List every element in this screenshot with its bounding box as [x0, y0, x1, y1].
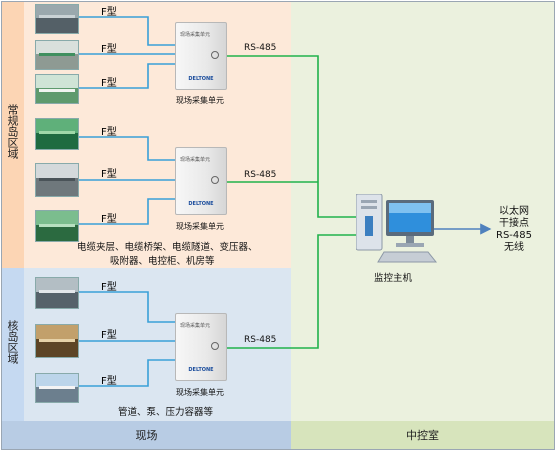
collector-knob-icon: [211, 176, 219, 184]
sensor-line: [79, 291, 175, 323]
collector-brand: DELTONE: [188, 367, 214, 373]
sensor-photo: [35, 163, 79, 197]
rs485-label: RS-485: [244, 335, 277, 345]
collector-label: 现场采集单元: [176, 388, 224, 397]
sensor-line: [79, 198, 175, 225]
rs485-bus-line: [227, 55, 359, 218]
sensor-type-tag: F型: [101, 78, 117, 89]
conventional-strip: [2, 2, 24, 268]
collector-panel-text: 现场采集单元: [180, 157, 211, 163]
field-collector-unit: 现场采集单元 DELTONE: [175, 313, 227, 381]
control-room-bar: 中控室: [291, 421, 554, 449]
collector-knob-icon: [211, 51, 219, 59]
conventional-island-label: 常规岛区域: [6, 104, 20, 159]
sensor-type-tag: F型: [101, 214, 117, 225]
sensor-line: [79, 136, 175, 161]
sensor-type-tag: F型: [101, 127, 117, 138]
network-types: 以太网 干接点 RS-485 无线: [488, 206, 540, 254]
sensor-type-tag: F型: [101, 44, 117, 55]
field-bar-label: 现场: [135, 429, 158, 442]
rs485-label: RS-485: [244, 170, 277, 180]
nuclear-island-text: 核岛区域: [6, 320, 19, 364]
rs485-bus-line: [227, 234, 359, 349]
collector-label: 现场采集单元: [176, 222, 224, 231]
sensor-photo: [35, 324, 79, 358]
network-type-wireless: 无线: [504, 242, 524, 253]
sensor-type-tag: F型: [101, 330, 117, 341]
collector-knob-icon: [211, 342, 219, 350]
network-type-dry-contact: 干接点: [499, 218, 529, 229]
sensor-type-tag: F型: [101, 169, 117, 180]
monitoring-host-label: 监控主机: [374, 273, 413, 284]
collector-brand: DELTONE: [188, 76, 214, 82]
collector-brand: DELTONE: [188, 201, 214, 207]
sensor-photo: [35, 74, 79, 104]
conventional-equipment-desc: 吸附器、电控柜、机房等: [110, 256, 215, 267]
monitoring-host-icon: [356, 194, 438, 263]
sensor-type-tag: F型: [101, 282, 117, 293]
field-bar: 现场: [2, 421, 291, 449]
rs485-label: RS-485: [244, 43, 277, 53]
sensor-type-tag: F型: [101, 376, 117, 387]
network-type-ethernet: 以太网: [499, 206, 529, 217]
sensor-line: [79, 16, 175, 46]
nuclear-island-label: 核岛区域: [6, 320, 20, 364]
sensor-line: [79, 63, 175, 89]
sensor-line: [79, 359, 175, 387]
sensor-photo: [35, 210, 79, 242]
collector-panel-text: 现场采集单元: [180, 32, 211, 38]
conventional-island-text: 常规岛区域: [6, 104, 19, 159]
sensor-photo: [35, 40, 79, 70]
sensor-photo: [35, 118, 79, 150]
network-type-rs485: RS-485: [496, 230, 532, 241]
sensor-photo: [35, 277, 79, 309]
field-collector-unit: 现场采集单元 DELTONE: [175, 147, 227, 215]
field-collector-unit: 现场采集单元 DELTONE: [175, 22, 227, 90]
control-room-bar-label: 中控室: [406, 429, 439, 442]
sensor-type-tag: F型: [101, 7, 117, 18]
collector-panel-text: 现场采集单元: [180, 323, 211, 329]
sensor-photo: [35, 4, 79, 34]
nuclear-strip: [2, 268, 24, 421]
conventional-equipment-desc: 电缆夹层、电缆桥架、电缆隧道、变压器、: [77, 242, 258, 253]
nuclear-equipment-desc: 管道、泵、压力容器等: [118, 407, 214, 418]
collector-label: 现场采集单元: [176, 96, 224, 105]
sensor-photo: [35, 373, 79, 403]
